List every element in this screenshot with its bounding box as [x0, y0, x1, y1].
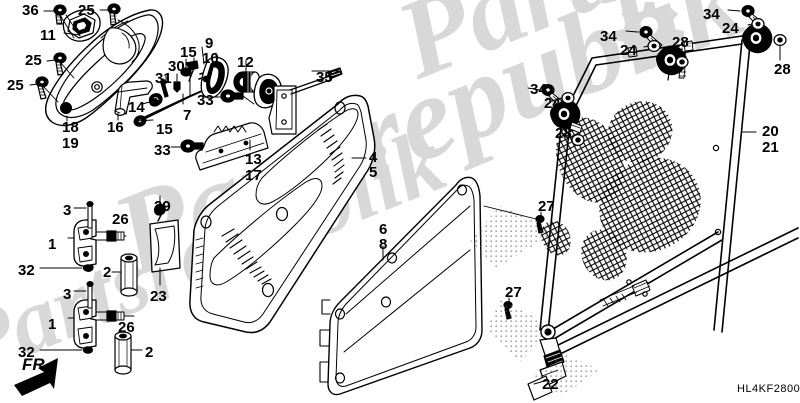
callout-25: 25 — [7, 77, 24, 94]
callout-25: 25 — [78, 2, 95, 19]
fastener-32-upper — [39, 264, 94, 272]
fastener-33-upper — [212, 89, 244, 103]
callout-34: 34 — [600, 28, 617, 45]
callout-34: 34 — [530, 81, 547, 98]
callout-15: 15 — [180, 44, 197, 61]
part-group-2-collar-upper — [111, 253, 138, 297]
part-group-30-clip — [173, 73, 181, 93]
part-group-hinge-upper — [39, 201, 127, 272]
callout-24: 24 — [722, 20, 739, 37]
callout-19: 19 — [62, 135, 79, 152]
callout-12: 12 — [237, 54, 254, 71]
fr-arrow-label: FR. — [22, 355, 50, 374]
fastener-36 — [53, 4, 67, 25]
washer-24-right — [747, 18, 765, 31]
callout-25: 25 — [25, 52, 42, 69]
nut-28-right — [773, 33, 787, 61]
callout-17: 17 — [245, 167, 262, 184]
callout-24: 24 — [544, 95, 561, 112]
callout-36: 36 — [22, 2, 39, 19]
callout-13: 13 — [245, 151, 262, 168]
fastener-25-mid — [53, 52, 67, 76]
callout-31: 31 — [155, 70, 172, 87]
callout-16: 16 — [107, 119, 124, 136]
callout-11: 11 — [40, 27, 56, 44]
callout-15: 15 — [156, 121, 173, 138]
callout-21: 21 — [762, 139, 779, 156]
callout-2: 2 — [145, 344, 154, 361]
callout-27: 27 — [505, 284, 522, 301]
part-group-9-10-latch — [200, 46, 229, 99]
callout-28: 28 — [672, 34, 689, 51]
callout-24: 24 — [620, 42, 637, 59]
part-group-29-clip — [153, 195, 166, 222]
part-group-latch-body — [170, 67, 343, 171]
callout-26: 26 — [112, 211, 129, 228]
callout-34: 34 — [703, 6, 720, 23]
washer-24-mid — [643, 39, 661, 52]
callout-29: 29 — [154, 198, 171, 215]
callout-7: 7 — [183, 107, 192, 124]
callout-18: 18 — [62, 119, 79, 136]
callout-22: 22 — [542, 376, 559, 393]
callout-5: 5 — [369, 164, 378, 181]
callout-33: 33 — [154, 142, 171, 159]
callout-27: 27 — [538, 198, 555, 215]
washer-24-left — [551, 91, 575, 104]
callout-14: 14 — [128, 99, 145, 116]
callout-28: 28 — [774, 61, 791, 78]
fastener-33-lower — [170, 139, 204, 153]
callout-9: 9 — [205, 35, 214, 52]
part-group-4-5-door-skin — [189, 94, 376, 334]
diagram-code: HL4KF2800 — [737, 383, 800, 395]
part-group-door-pull-pocket — [29, 3, 164, 127]
callout-2: 2 — [103, 264, 112, 281]
fastener-25-low — [35, 76, 49, 100]
hinge-pivot-right — [727, 4, 787, 61]
nut-28-mid — [675, 47, 689, 68]
fastener-32-lower — [39, 346, 94, 354]
callout-30: 30 — [168, 58, 185, 75]
hinge-pivot-mid — [625, 26, 689, 81]
part-group-16-strip — [114, 80, 153, 121]
part-group-23-panel — [149, 219, 181, 286]
callout-26: 26 — [118, 319, 135, 336]
callout-35: 35 — [316, 69, 333, 86]
fastener-34-left — [527, 83, 563, 106]
fastener-26-upper — [106, 230, 127, 242]
callout-23: 23 — [150, 288, 167, 305]
callout-6: 6 — [379, 221, 388, 238]
fastener-26-lower — [106, 310, 135, 322]
callout-1: 1 — [48, 236, 57, 253]
fastener-25-top — [107, 3, 121, 26]
part-group-14-clip — [141, 93, 163, 107]
part-group-6-8-lower-panel — [319, 176, 483, 396]
callout-3: 3 — [63, 286, 72, 303]
callout-3: 3 — [63, 202, 72, 219]
callout-32: 32 — [18, 262, 35, 279]
callout-28: 28 — [555, 125, 572, 142]
callout-10: 10 — [202, 50, 219, 67]
part-group-31-pin — [160, 75, 169, 98]
hinge-pivot-left — [527, 83, 585, 147]
part-group-2-collar-lower — [114, 331, 143, 375]
callout-4: 4 — [369, 149, 378, 166]
callout-32: 32 — [18, 344, 35, 361]
callout-20: 20 — [762, 123, 779, 140]
callout-8: 8 — [379, 236, 388, 253]
callout-33: 33 — [197, 92, 214, 109]
callout-1: 1 — [48, 316, 57, 333]
nut-28-left — [559, 131, 585, 147]
part-group-hinge-lower — [39, 281, 135, 354]
